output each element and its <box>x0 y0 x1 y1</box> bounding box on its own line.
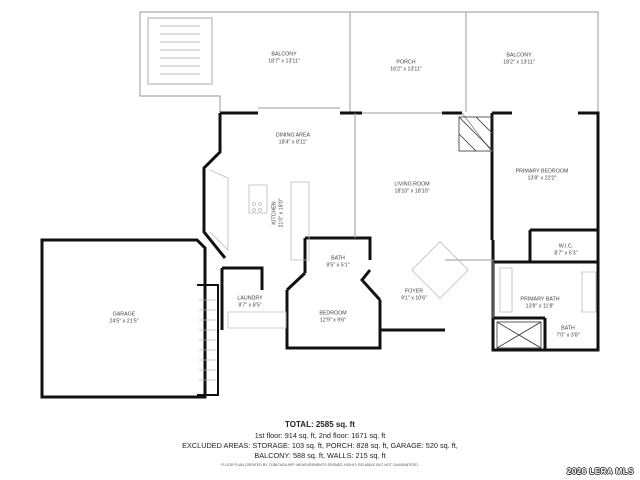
room-dims: 8'7" x 8'5" <box>238 302 262 308</box>
outdoor-areas <box>139 11 599 112</box>
watermark: 2026 LERA MLS <box>566 467 634 476</box>
room-dims: 13'8" x 22'2" <box>527 175 557 181</box>
room-name: BATH <box>331 255 345 262</box>
walls <box>202 111 600 352</box>
room-dims: 21'0" x 18'0" <box>278 198 284 228</box>
room-dims: 7'0" x 3'8" <box>556 332 580 338</box>
room-dims: 8'5" x 5'1" <box>326 262 350 268</box>
room-dims: 16'2" x 13'11" <box>390 66 422 72</box>
room-dims: 18'2" x 13'11" <box>503 59 535 65</box>
room-name: BALCONY <box>506 52 532 59</box>
garage-outline <box>40 238 219 399</box>
room-name: PORCH <box>396 59 416 66</box>
room-dims: 8'7" x 6'3" <box>554 250 578 256</box>
room-name: W.I.C. <box>558 243 574 250</box>
excluded-areas-line-2: BALCONY: 588 sq. ft, WALLS: 215 sq. ft <box>254 451 386 460</box>
room-dims: 12'9" x 9'6" <box>319 317 347 323</box>
room-dims: 24'5" x 21'5" <box>109 318 139 324</box>
room-name: BALCONY <box>271 51 297 58</box>
room-dims: 9'1" x 10'6" <box>400 295 428 301</box>
room-name: PRIMARY BATH <box>520 296 560 303</box>
floor-areas: 1st floor: 914 sq. ft, 2nd floor: 1671 s… <box>254 431 386 440</box>
room-name: FOYER <box>404 288 424 295</box>
room-dims: 18'4" x 8'11" <box>278 139 308 145</box>
room-name: GARAGE <box>112 311 136 318</box>
room-dims: 18'10" x 18'10" <box>394 188 430 194</box>
room-name: LAUNDRY <box>237 295 263 302</box>
room-name: PRIMARY BEDROOM <box>515 168 569 175</box>
room-name: KITCHEN <box>271 201 278 225</box>
room-name: DINING AREA <box>275 132 311 139</box>
total-area: TOTAL: 2585 sq. ft <box>285 420 355 429</box>
disclaimer: FLOOR PLAN CREATED BY CUBICASA APP. MEAS… <box>221 463 419 467</box>
room-dims: 18'7" x 13'11" <box>268 58 300 64</box>
excluded-areas-line-1: EXCLUDED AREAS: STORAGE: 103 sq. ft, POR… <box>182 441 458 450</box>
room-name: BATH <box>561 325 575 332</box>
room-label-wic: W.I.C.8'7" x 6'3" <box>554 243 577 256</box>
room-dims: 13'8" x 11'8" <box>525 303 555 309</box>
fixtures <box>209 116 597 349</box>
room-name: LIVING ROOM <box>394 181 430 188</box>
room-name: BEDROOM <box>319 310 347 317</box>
